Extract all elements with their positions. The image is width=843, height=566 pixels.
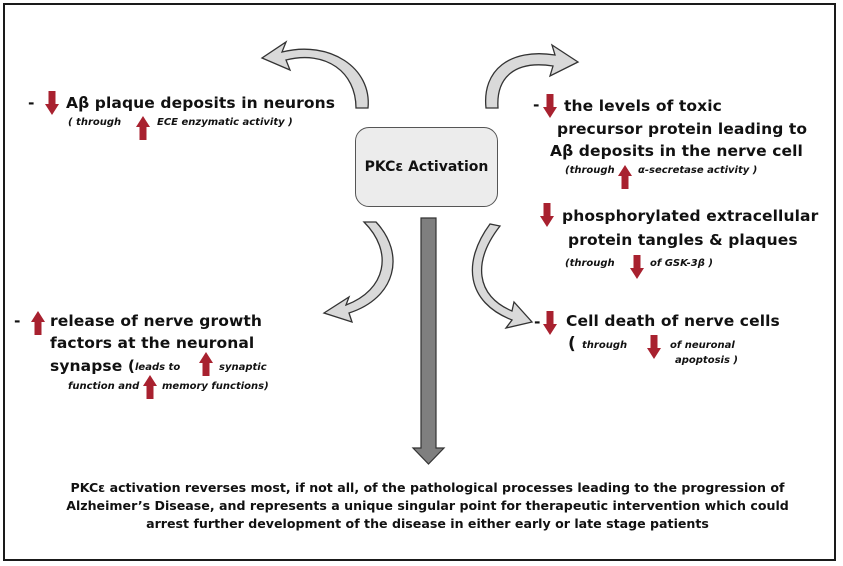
right-bottom-text: Cell death of nerve cells	[566, 312, 780, 330]
right-top-sub-open: (through	[565, 165, 615, 176]
pkc-activation-node: PKCε Activation	[355, 127, 498, 207]
increase-arrow-icon	[143, 375, 157, 399]
summary-text: PKCε activation reverses most, if not al…	[66, 480, 789, 531]
decrease-arrow-icon	[630, 255, 644, 279]
right-bottom-sub3: apoptosis )	[675, 355, 738, 366]
left-bottom-line1: release of nerve growth	[50, 312, 263, 330]
left-top-text: Aβ plaque deposits in neurons	[66, 94, 336, 112]
left-top-sub-close: ECE enzymatic activity )	[157, 117, 293, 128]
curved-arrow-top-left	[260, 40, 369, 109]
right-bottom-sub2: of neuronal	[670, 340, 735, 351]
right-top-sub-close: α-secretase activity )	[638, 165, 758, 176]
right-bottom-paren: (	[568, 334, 576, 354]
right-bottom-dash: -	[534, 313, 541, 331]
diagram-frame	[3, 3, 836, 561]
right-bottom-sub1: through	[582, 340, 628, 351]
decrease-arrow-icon	[543, 311, 557, 335]
curved-arrow-mid-left	[322, 221, 394, 324]
left-bottom-sub1a: leads to	[135, 362, 181, 373]
right-mid-sub-open: (through	[565, 258, 615, 269]
right-top-line2: precursor protein leading to	[557, 120, 808, 138]
right-top-dash: -	[533, 96, 540, 114]
decrease-arrow-icon	[540, 203, 554, 227]
curved-arrow-lower-right	[471, 223, 534, 330]
decrease-arrow-icon	[543, 94, 557, 118]
right-mid-line1: phosphorylated extracellular	[562, 207, 819, 225]
pkc-activation-label: PKCε Activation	[364, 159, 489, 175]
increase-arrow-icon	[31, 311, 45, 335]
decrease-arrow-icon	[45, 91, 59, 115]
increase-arrow-icon	[618, 165, 632, 189]
left-top-dash: -	[28, 94, 35, 112]
central-down-arrow	[411, 217, 446, 465]
curved-arrow-top-right	[485, 43, 580, 109]
left-bottom-sub2a: function and	[68, 381, 140, 392]
left-bottom-line2: factors at the neuronal	[50, 334, 255, 352]
right-mid-line2: protein tangles & plaques	[568, 231, 798, 249]
right-top-line1: the levels of toxic	[564, 97, 722, 115]
left-top-sub-open: ( through	[68, 117, 122, 128]
increase-arrow-icon	[199, 352, 213, 376]
left-bottom-line3: synapse (	[50, 357, 136, 375]
left-bottom-sub1b: synaptic	[219, 362, 267, 373]
decrease-arrow-icon	[647, 335, 661, 359]
right-mid-sub-close: of GSK-3β )	[650, 258, 713, 269]
increase-arrow-icon	[136, 116, 150, 140]
right-top-line3: Aβ deposits in the nerve cell	[550, 142, 803, 160]
left-bottom-dash: -	[14, 312, 21, 330]
left-bottom-sub2b: memory functions)	[162, 381, 269, 392]
